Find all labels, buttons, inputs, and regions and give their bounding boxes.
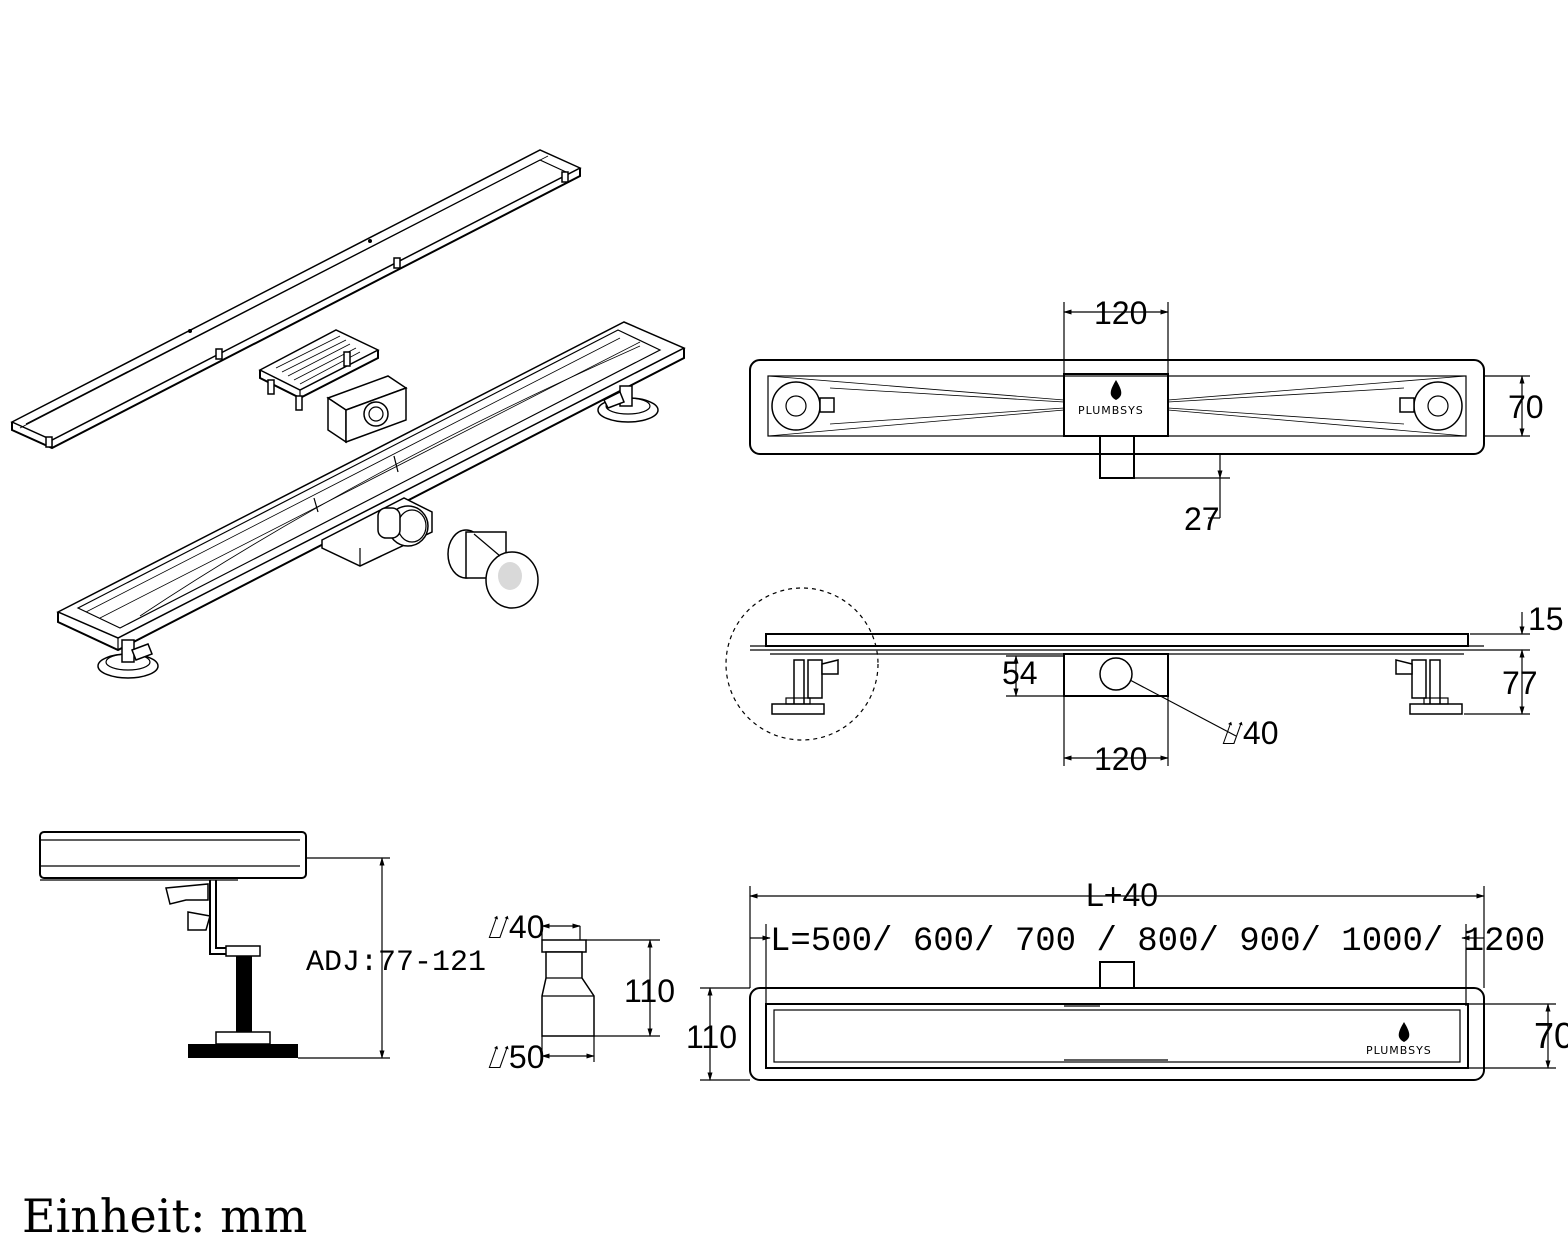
logo-text-bottom: PLUMBSYS — [1366, 1044, 1432, 1057]
dim-trap-top-diameter: ⌰40 — [488, 909, 545, 945]
trap-box — [326, 375, 408, 444]
foot-right-top — [1399, 381, 1463, 431]
grate-cover — [10, 149, 582, 450]
hair-catcher-insert — [258, 329, 380, 411]
channel-foot-right — [597, 385, 659, 423]
side-foot-right — [1395, 659, 1463, 715]
siphon-cup — [447, 529, 539, 609]
dim-bottom-width: 110 — [686, 1019, 737, 1055]
trap-view: 110 ⌰40 ⌰50 — [488, 909, 675, 1075]
side-view: 15 77 54 ⌰40 120 — [725, 587, 1564, 777]
logo-mark-top: PLUMBSYS — [1078, 380, 1144, 417]
dim-side-body-height: 54 — [1002, 655, 1038, 691]
dim-side-total-height: 77 — [1502, 665, 1538, 701]
dim-side-frame-height: 15 — [1528, 601, 1564, 637]
logo-text-top: PLUMBSYS — [1078, 404, 1144, 417]
dim-length-options: L=500/ 600/ 700 / 800/ 900/ 1000/ 1200 — [770, 923, 1545, 961]
dim-adjust-range: ADJ:77-121 — [306, 946, 486, 980]
dim-overall-length: L+40 — [1086, 877, 1158, 913]
exploded-isometric-view — [10, 149, 686, 679]
logo-mark-bottom: PLUMBSYS — [1366, 1022, 1432, 1057]
dim-side-outlet-width: 120 — [1094, 741, 1147, 777]
dim-trap-bottom-diameter: ⌰50 — [488, 1039, 545, 1075]
dim-top-center-width: 120 — [1094, 295, 1147, 331]
unit-label: Einheit: mm — [22, 1189, 307, 1243]
dim-top-outlet-offset: 27 — [1184, 501, 1220, 537]
top-view: PLUMBSYS 120 70 27 — [749, 295, 1544, 537]
dim-top-depth: 70 — [1508, 389, 1544, 425]
channel-foot-left — [97, 639, 159, 679]
dim-bottom-grate-width: 70 — [1534, 1015, 1568, 1056]
bottom-view: L+40 L=500/ 600/ 700 / 800/ 900/ 1000/ 1… — [686, 877, 1568, 1081]
side-foot-left — [771, 659, 839, 715]
dim-side-outlet-diameter: ⌰40 — [1222, 715, 1279, 751]
dim-trap-height: 110 — [624, 973, 675, 1009]
detail-circle — [725, 587, 879, 741]
section-view: ADJ:77-121 — [39, 831, 486, 1059]
drain-channel — [56, 321, 686, 652]
foot-left-top — [771, 381, 835, 431]
